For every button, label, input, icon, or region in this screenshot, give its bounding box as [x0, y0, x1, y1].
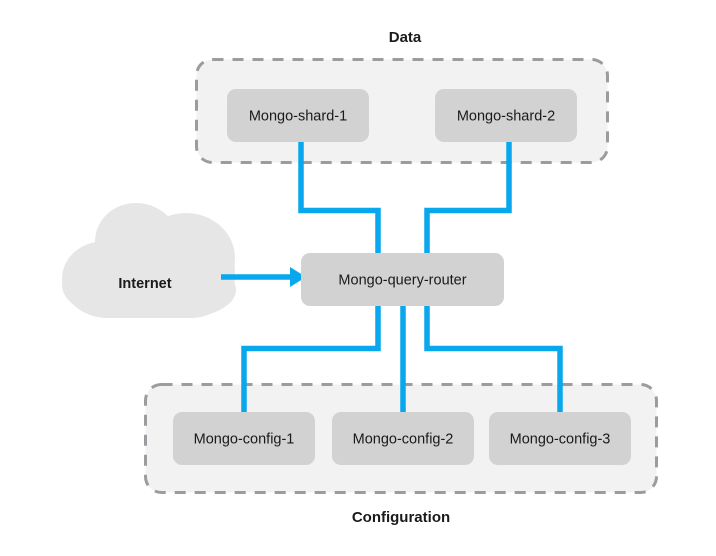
node-mongo-shard-1[interactable]: Mongo-shard-1 — [227, 89, 369, 142]
node-mongo-shard-2-label: Mongo-shard-2 — [457, 108, 555, 124]
node-mongo-query-router-label: Mongo-query-router — [338, 272, 466, 288]
internet-cloud-label: Internet — [118, 276, 171, 292]
connector-router-to-config1 — [241, 303, 381, 415]
node-mongo-config-1[interactable]: Mongo-config-1 — [173, 412, 315, 465]
node-mongo-shard-1-label: Mongo-shard-1 — [249, 108, 347, 124]
data-group-title: Data — [389, 29, 422, 46]
connector-router-to-config3 — [424, 303, 563, 415]
connector-shard1-to-router — [298, 139, 381, 256]
connector-shard2-to-router — [424, 139, 512, 256]
node-mongo-config-3-label: Mongo-config-3 — [510, 431, 611, 447]
connector-internet-to-router — [221, 267, 306, 287]
node-mongo-config-2-label: Mongo-config-2 — [353, 431, 454, 447]
internet-cloud[interactable]: Internet — [62, 203, 236, 318]
node-mongo-config-1-label: Mongo-config-1 — [194, 431, 295, 447]
node-mongo-config-2[interactable]: Mongo-config-2 — [332, 412, 474, 465]
node-mongo-config-3[interactable]: Mongo-config-3 — [489, 412, 631, 465]
node-mongo-query-router[interactable]: Mongo-query-router — [301, 253, 504, 306]
configuration-group-title: Configuration — [352, 509, 450, 526]
node-mongo-shard-2[interactable]: Mongo-shard-2 — [435, 89, 577, 142]
